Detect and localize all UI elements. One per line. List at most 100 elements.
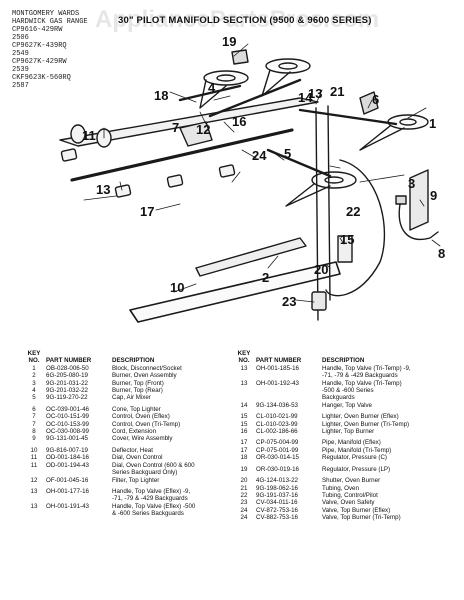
part-number: OC-039-001-46 [46, 405, 89, 413]
description-line: Valve, Oven Safety [322, 499, 375, 507]
table-row: 12 OF-001-045-16 Filter, Top Lighter [22, 477, 232, 484]
callout-7: 7 [172, 120, 179, 135]
description-line: Series Backguard Only) [112, 469, 178, 477]
table-header: KEY [232, 350, 442, 357]
part-description: Valve, Top Burner (Eflex) [322, 507, 442, 514]
control-tubing [325, 159, 386, 297]
table-row: 13 OH-001-192-43 Handle, Top Valve (Tri-Te… [232, 380, 442, 402]
part-description: Burner, Top (Front) [112, 380, 232, 387]
part-description: Filter, Top Lighter [112, 477, 232, 484]
description-line: Deflector, Heat [112, 446, 153, 454]
part-number: CL-010-023-99 [256, 420, 298, 428]
part-number: CL-010-021-99 [256, 413, 298, 421]
key-number: 11 [30, 454, 38, 462]
part-number: OH-001-192-43 [256, 379, 299, 387]
part-number: CV-882-753-16 [256, 514, 298, 522]
description-line: Handle, Top Valve (Tri-Temp) [322, 379, 402, 387]
description-line: Lighter, Oven Burner (Eflex) [322, 413, 399, 421]
table-header: KEY [22, 350, 232, 357]
callout-14: 14 [298, 90, 313, 105]
part-description: Tubing, Control/Pilot [322, 492, 442, 499]
key-number: 21 [240, 484, 248, 492]
description-line: Handle, Top Valve (Eflex) -9, [112, 487, 191, 495]
part-number: OD-001-194-43 [46, 461, 89, 469]
description-line: -71, -79 & -429 Backguards [112, 495, 188, 503]
model-note-line: CKF9623K-560RQ [12, 74, 71, 82]
key-number: 5 [32, 394, 36, 402]
description-line: Valve, Top Burner (Tri-Temp) [322, 514, 401, 522]
table-header: NO. PART NUMBER DESCRIPTION [22, 357, 232, 364]
key-number: 12 [30, 476, 38, 484]
key-number: 13 [240, 379, 248, 387]
key-number: 9 [32, 435, 36, 443]
part-number: OH-001-177-16 [46, 487, 89, 495]
description-line: Pipe, Manifold (Eflex) [322, 439, 381, 447]
leader-lines [83, 43, 441, 303]
header-no: NO. [28, 357, 40, 365]
key-number: 13 [30, 487, 38, 495]
callout-11: 11 [82, 128, 96, 143]
description-line: Regulator, Pressure (LP) [322, 465, 391, 473]
callout-24: 24 [252, 148, 267, 163]
key-number: 23 [240, 499, 248, 507]
key-number: 19 [240, 465, 248, 473]
oven-control-body [179, 121, 213, 147]
callout-13b: 13 [308, 86, 322, 101]
model-note-line: 2549 [12, 50, 29, 58]
description-line: -71, -79 & -429 Backguards [322, 372, 398, 380]
part-number: CP-075-001-99 [256, 446, 299, 454]
callout-10: 10 [170, 280, 184, 295]
description-line: Burner, Oven Assembly [112, 372, 177, 380]
description-line: Lighter, Top Burner [322, 428, 375, 436]
part-description: Cover, Wire Assembly [112, 435, 232, 442]
callout-12: 12 [196, 122, 210, 137]
part-number: OF-001-045-16 [46, 476, 89, 484]
key-number: 7 [32, 420, 36, 428]
part-description: Pipe, Manifold (Tri-Temp) [322, 447, 442, 454]
description-line: Tubing, Control/Pilot [322, 491, 378, 499]
description-line: Block, Disconnect/Socket [112, 364, 182, 372]
callout-15: 15 [340, 232, 354, 247]
key-number: 13 [30, 502, 38, 510]
oven-tubing [315, 105, 331, 321]
part-description: Burner, Oven Assembly [112, 372, 232, 379]
part-description: Dial, Oven Control [112, 454, 232, 461]
description-line: Hanger, Top Valve [322, 401, 372, 409]
callout-8: 8 [438, 246, 445, 261]
table-row: 13 OH-001-177-16 Handle, Top Valve (Eflex)… [22, 488, 232, 503]
part-description: Handle, Top Valve (Tri-Temp)-500 & -600 … [322, 380, 442, 402]
description-line: Dial, Oven Control (600 & 600 [112, 461, 195, 469]
key-number: 1 [32, 364, 36, 372]
model-note-line: MONTGOMERY WARDS [12, 10, 80, 18]
model-note-line: CP9616-429RW [12, 26, 63, 34]
part-description: Handle, Top Valve (Eflex) -500& -600 Ser… [112, 503, 232, 518]
callout-17: 17 [140, 204, 154, 219]
part-number: CV-872-753-16 [256, 506, 298, 514]
exploded-parts-diagram: 1 2 3 4 5 6 7 8 9 10 11 12 13 13 14 15 1… [59, 34, 445, 323]
key-number: 6 [32, 405, 36, 413]
key-number: 7 [32, 413, 36, 421]
callout-18: 18 [154, 88, 168, 103]
key-number: 11 [30, 461, 38, 469]
key-number: 3 [32, 379, 36, 387]
description-line: Cone, Top Lighter [112, 405, 161, 413]
wire-cover [409, 169, 429, 231]
description-line: Filter, Top Lighter [112, 476, 160, 484]
key-number: 22 [240, 491, 248, 499]
part-number: 9G-131-001-45 [46, 435, 88, 443]
